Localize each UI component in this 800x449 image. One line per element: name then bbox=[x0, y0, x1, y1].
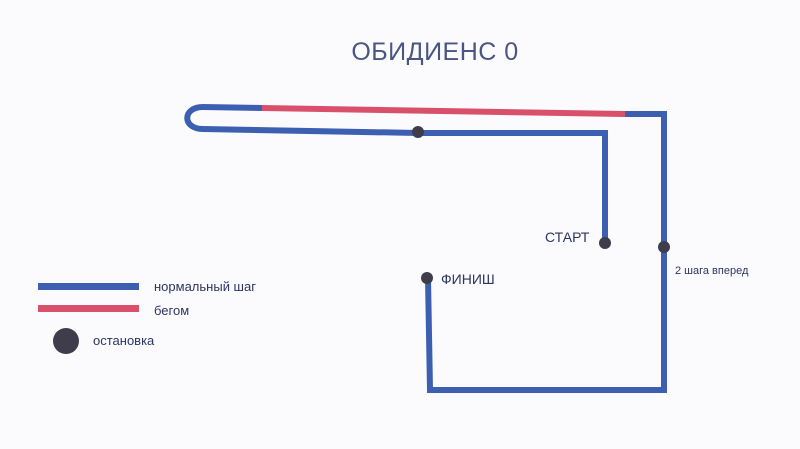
legend-normal-label: нормальный шаг bbox=[154, 279, 256, 294]
legend-stop-swatch bbox=[53, 328, 79, 354]
stop-marker bbox=[412, 126, 424, 138]
route-turnaround bbox=[184, 103, 263, 132]
legend-stop-label: остановка bbox=[93, 333, 155, 348]
start-label: СТАРТ bbox=[545, 229, 590, 245]
stop-marker-steps bbox=[658, 241, 670, 253]
route-run-segment bbox=[261, 105, 626, 117]
finish-label: ФИНИШ bbox=[441, 271, 495, 287]
route-normal-segment bbox=[425, 111, 667, 393]
stop-marker-finish bbox=[421, 272, 433, 284]
stop-marker-start bbox=[599, 237, 611, 249]
steps-forward-label: 2 шага вперед bbox=[675, 265, 749, 277]
diagram-title: ОБИДИЕНС 0 bbox=[351, 38, 519, 66]
route-normal-segment bbox=[202, 126, 608, 243]
legend-run-label: бегом bbox=[154, 303, 190, 318]
legend-run-swatch bbox=[38, 305, 139, 312]
legend-normal-swatch bbox=[38, 283, 139, 290]
